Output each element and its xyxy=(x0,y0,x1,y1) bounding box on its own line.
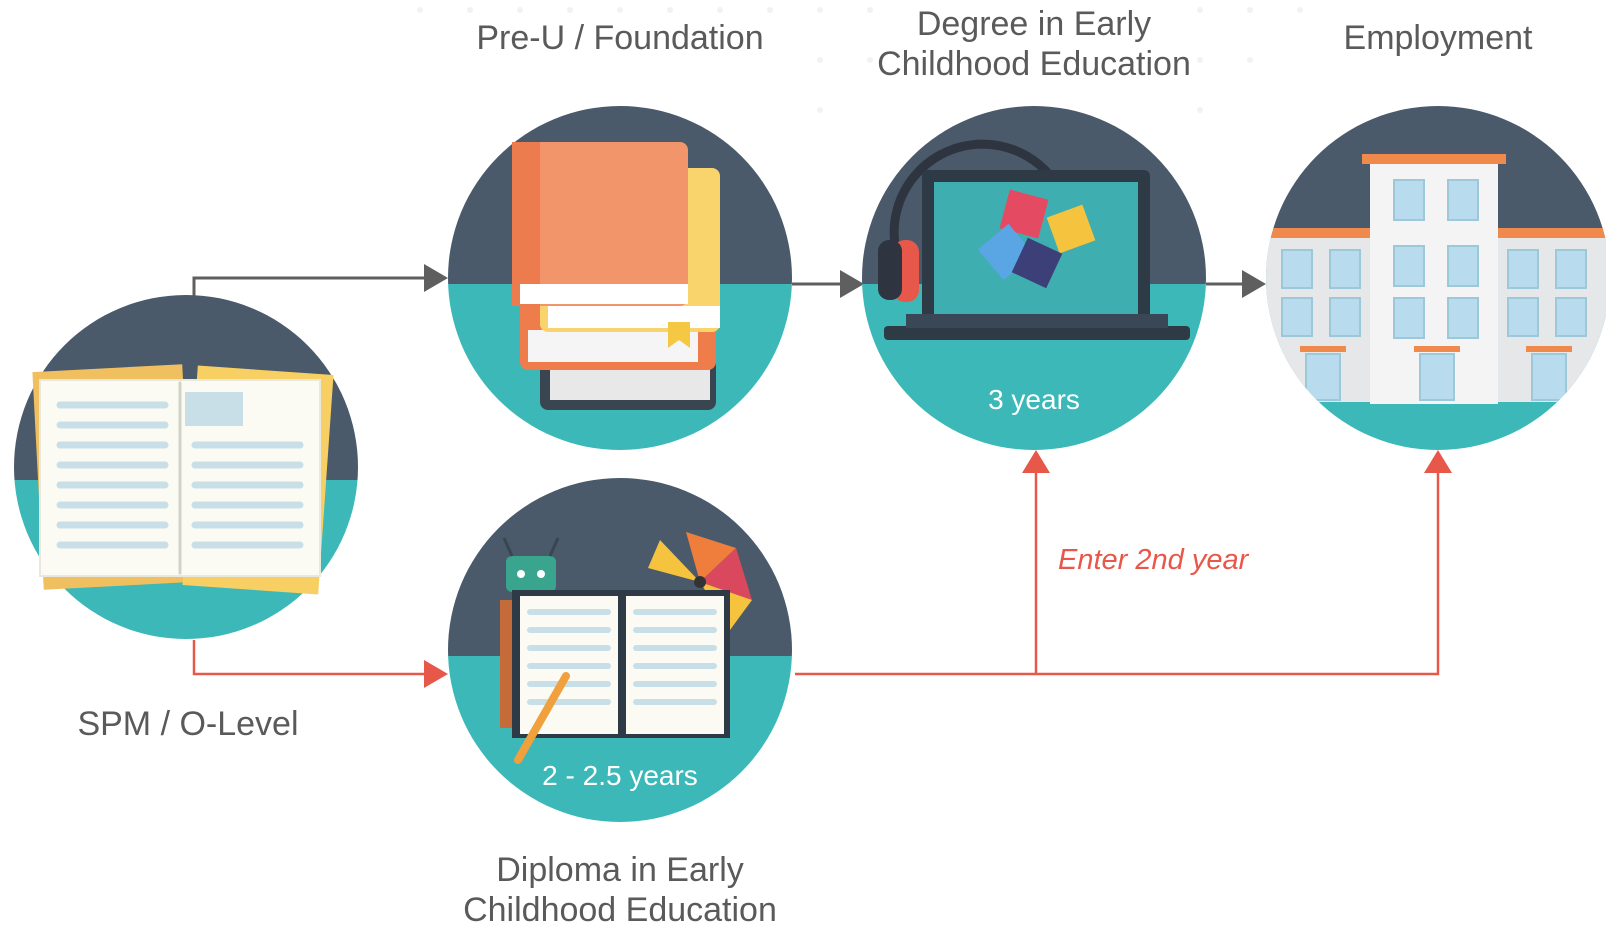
diploma-label: Diploma in Early Childhood Education xyxy=(463,851,777,929)
degree-duration: 3 years xyxy=(988,384,1080,415)
open-book-icon xyxy=(32,364,334,595)
employment-label: Employment xyxy=(1343,19,1533,57)
connector-diploma-to-degree-and-employment xyxy=(795,450,1452,676)
degree-label: Degree in Early Childhood Education xyxy=(877,5,1191,83)
connector-spm-to-diploma xyxy=(192,640,448,688)
background-dots xyxy=(417,7,1303,113)
spm-label: SPM / O-Level xyxy=(77,705,299,743)
building-icon xyxy=(1266,154,1606,404)
connector-spm-to-preu xyxy=(192,264,448,300)
connector-preu-to-degree xyxy=(792,270,864,298)
employment-circle xyxy=(1266,106,1606,450)
notebook-robot-icon xyxy=(500,532,752,764)
preu-label: Pre-U / Foundation xyxy=(476,19,764,57)
book-stack-icon xyxy=(512,142,720,410)
connector-degree-to-employment xyxy=(1206,270,1266,298)
diploma-duration: 2 - 2.5 years xyxy=(542,760,698,791)
spm-circle xyxy=(14,295,358,639)
preu-circle xyxy=(448,106,792,450)
laptop-puzzle-icon xyxy=(878,139,1190,340)
enter-2nd-year-note: Enter 2nd year xyxy=(1058,544,1249,576)
